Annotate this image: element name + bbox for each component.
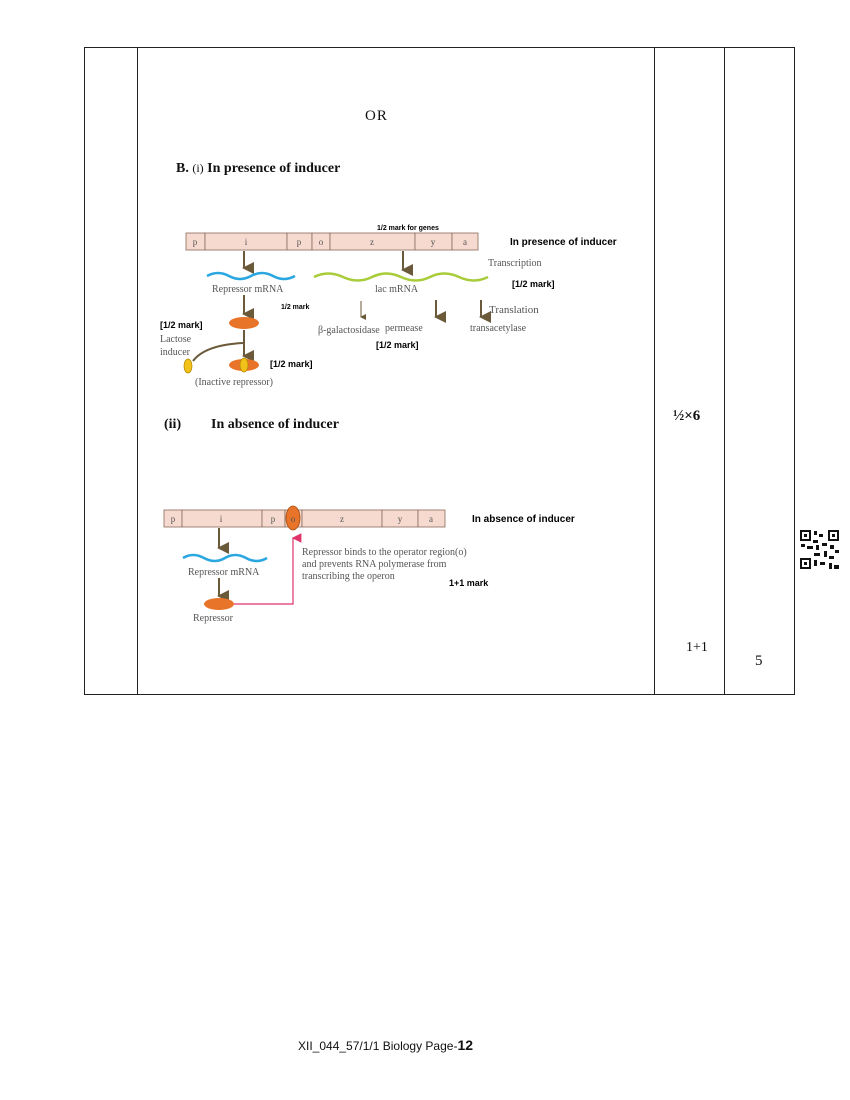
repressor-protein [229,317,259,329]
gene-z: z [340,514,344,524]
sub-label: (i) [192,161,204,175]
half-mark: 1/2 mark [281,304,310,311]
gene-p: p [171,514,176,524]
inactive-repressor-label: (Inactive repressor) [195,377,273,388]
translation-label: Translation [489,304,539,316]
lactose-label: Lactose [160,334,192,345]
transcription-label: Transcription [488,258,542,269]
repressor-mrna-label: Repressor mRNA [188,567,260,578]
gene-bar [163,509,446,528]
part-label: B. [176,161,189,176]
page-number: 12 [457,1037,474,1053]
product-transacetylase: transacetylase [470,323,527,334]
column-divider [654,47,655,695]
column-divider [724,47,725,695]
or-heading: OR [365,108,388,124]
marks-total: 5 [755,653,763,669]
gene-bar [185,232,479,251]
inducer-molecule [183,358,193,374]
gene-o: o [319,237,324,247]
column-divider [137,47,138,695]
diagram-title: In absence of inducer [472,514,575,525]
gene-p: p [297,237,302,247]
gene-a: a [463,237,467,247]
repressor-protein [204,598,234,610]
part-title: In presence of inducer [207,161,341,176]
gene-y: y [431,237,436,247]
gene-o: o [291,514,296,524]
gene-y: y [398,514,403,524]
footer-text: XII_044_57/1/1 Biology Page- [298,1039,458,1053]
product-permease: permease [385,323,423,334]
marks-half-times-six: ½×6 [673,408,701,424]
gene-p: p [271,514,276,524]
answer-table [84,47,795,695]
binding-arrow [234,533,302,605]
gene-i: i [220,514,223,524]
part-b-heading: B. (i) In presence of inducer [176,161,340,177]
diagram-absence-of-inducer: p i p o z y a In absence of inducer Repr… [163,505,575,624]
product-beta-galactosidase: β-galactosidase [318,325,380,336]
repressor-mrna-wave [206,271,296,281]
repressor-mrna-wave [182,553,268,563]
lac-mrna-wave [313,272,489,282]
note-line: Repressor binds to the operator region(o… [302,547,467,558]
repressor-mark: [1/2 mark] [160,320,203,330]
repressor-on-operator [285,505,301,531]
page-footer: XII_044_57/1/1 Biology Page-12 [298,1037,473,1053]
transcription-mark: [1/2 mark] [512,279,555,289]
gene-p: p [193,237,198,247]
products-mark: [1/2 mark] [376,340,419,350]
inactive-mark: [1/2 mark] [270,359,313,369]
repressor-mrna-label: Repressor mRNA [212,284,284,295]
diagram-title: In presence of inducer [510,237,617,248]
diagram-presence-of-inducer: p i p o z y a 1/2 mark for genes In pres… [160,225,617,388]
qr-code [800,530,839,569]
lac-mrna-label: lac mRNA [375,284,419,295]
note-line: transcribing the operon [302,571,395,582]
note-line: and prevents RNA polymerase from [302,559,447,570]
part-ii-title: In absence of inducer [211,417,339,432]
repressor-label: Repressor [193,613,234,624]
inducer-label: inducer [160,347,191,358]
gene-i: i [245,237,248,247]
gene-z: z [370,237,374,247]
absence-mark: 1+1 mark [449,578,489,588]
genes-mark: 1/2 mark for genes [377,225,439,232]
marks-one-plus-one: 1+1 [686,640,708,655]
gene-a: a [429,514,433,524]
part-ii-label: (ii) [164,417,182,432]
